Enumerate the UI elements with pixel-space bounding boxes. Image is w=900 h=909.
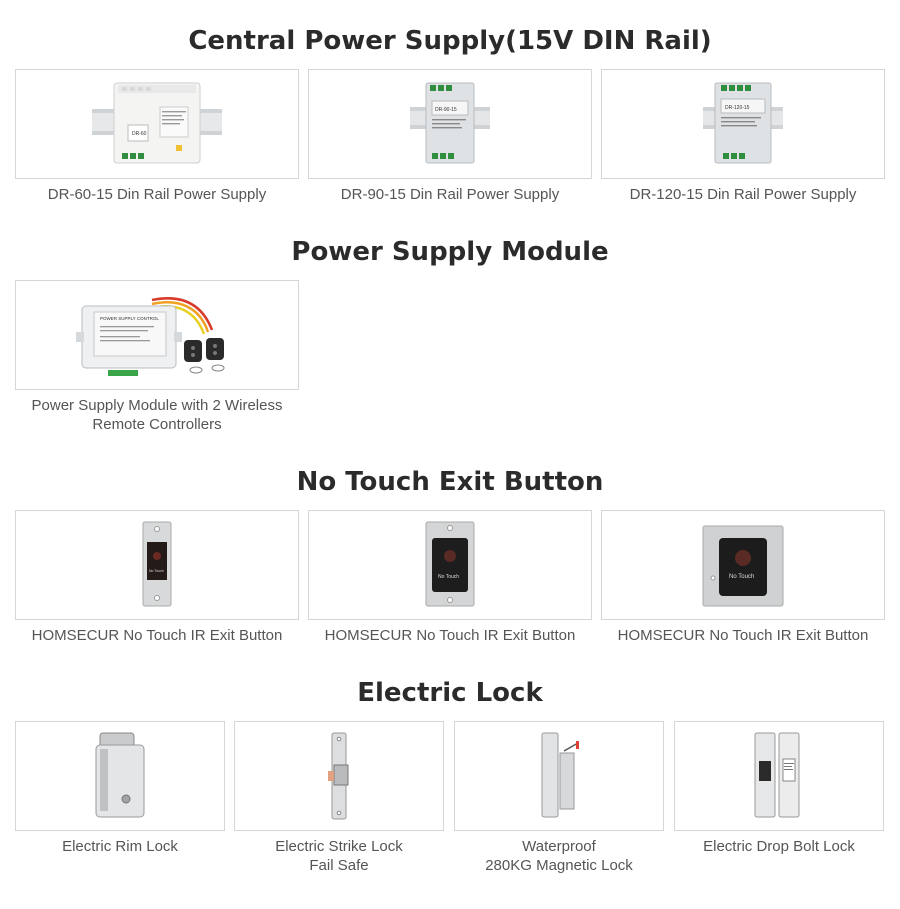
magnetic-lock-image [541, 732, 579, 818]
product-caption-magnetic-lock[interactable]: Waterproof 280KG Magnetic Lock [485, 838, 633, 874]
product-caption-dr-60-15[interactable]: DR-60-15 Din Rail Power Supply [47, 186, 267, 203]
product-caption-power-supply-module[interactable]: Power Supply Module with 2 Wireless Remo… [31, 397, 283, 433]
electric-strike-lock-image [328, 732, 349, 820]
section-title-power-supply-module: Power Supply Module [291, 237, 609, 267]
svg-text:DR-120-15: DR-120-15 [725, 105, 750, 111]
svg-text:DR-90-15: DR-90-15 [435, 107, 457, 113]
svg-text:No Touch: No Touch [149, 569, 164, 573]
svg-text:DR-60: DR-60 [132, 131, 147, 137]
power-supply-module-image: POWER SUPPLY CONTROL [76, 297, 225, 376]
product-image-magnetic-lock[interactable] [454, 721, 664, 831]
product-caption-electric-drop-bolt-lock[interactable]: Electric Drop Bolt Lock [703, 838, 855, 855]
product-image-electric-rim-lock[interactable] [15, 721, 225, 831]
svg-text:No Touch: No Touch [729, 574, 754, 580]
product-image-exit-button-square[interactable]: No Touch [601, 510, 885, 620]
product-image-exit-button-medium[interactable]: No Touch [308, 510, 592, 620]
product-caption-dr-120-15[interactable]: DR-120-15 Din Rail Power Supply [629, 186, 857, 203]
no-touch-exit-button-image: No Touch [425, 521, 475, 607]
product-caption-exit-button-2[interactable]: HOMSECUR No Touch IR Exit Button [324, 627, 576, 644]
product-caption-exit-button-3[interactable]: HOMSECUR No Touch IR Exit Button [617, 627, 869, 644]
product-image-electric-drop-bolt-lock[interactable] [674, 721, 884, 831]
section-title-central-power-supply: Central Power Supply(15V DIN Rail) [188, 26, 712, 56]
section-title-electric-lock: Electric Lock [357, 678, 543, 708]
din-rail-power-supply-image: DR-90-15 [410, 82, 490, 164]
no-touch-exit-button-image: No Touch [142, 521, 172, 607]
svg-text:No Touch: No Touch [438, 574, 459, 580]
no-touch-exit-button-image: No Touch [702, 525, 784, 607]
din-rail-power-supply-image: DR-60 [92, 82, 222, 164]
product-caption-electric-rim-lock[interactable]: Electric Rim Lock [62, 838, 178, 855]
product-image-exit-button-narrow[interactable]: No Touch [15, 510, 299, 620]
product-caption-electric-strike-lock[interactable]: Electric Strike Lock Fail Safe [275, 838, 403, 874]
product-caption-dr-90-15[interactable]: DR-90-15 Din Rail Power Supply [340, 186, 560, 203]
din-rail-power-supply-image: DR-120-15 [703, 82, 783, 164]
product-image-power-supply-module[interactable]: POWER SUPPLY CONTROL [15, 280, 299, 390]
svg-text:POWER SUPPLY CONTROL: POWER SUPPLY CONTROL [100, 316, 159, 321]
product-image-dr-60-15[interactable]: DR-60 [15, 69, 299, 179]
product-caption-exit-button-1[interactable]: HOMSECUR No Touch IR Exit Button [31, 627, 283, 644]
product-image-electric-strike-lock[interactable] [234, 721, 444, 831]
section-title-no-touch-exit-button: No Touch Exit Button [296, 467, 604, 497]
electric-rim-lock-image [95, 732, 145, 818]
electric-drop-bolt-lock-image [754, 732, 800, 818]
product-image-dr-90-15[interactable]: DR-90-15 [308, 69, 592, 179]
product-image-dr-120-15[interactable]: DR-120-15 [601, 69, 885, 179]
